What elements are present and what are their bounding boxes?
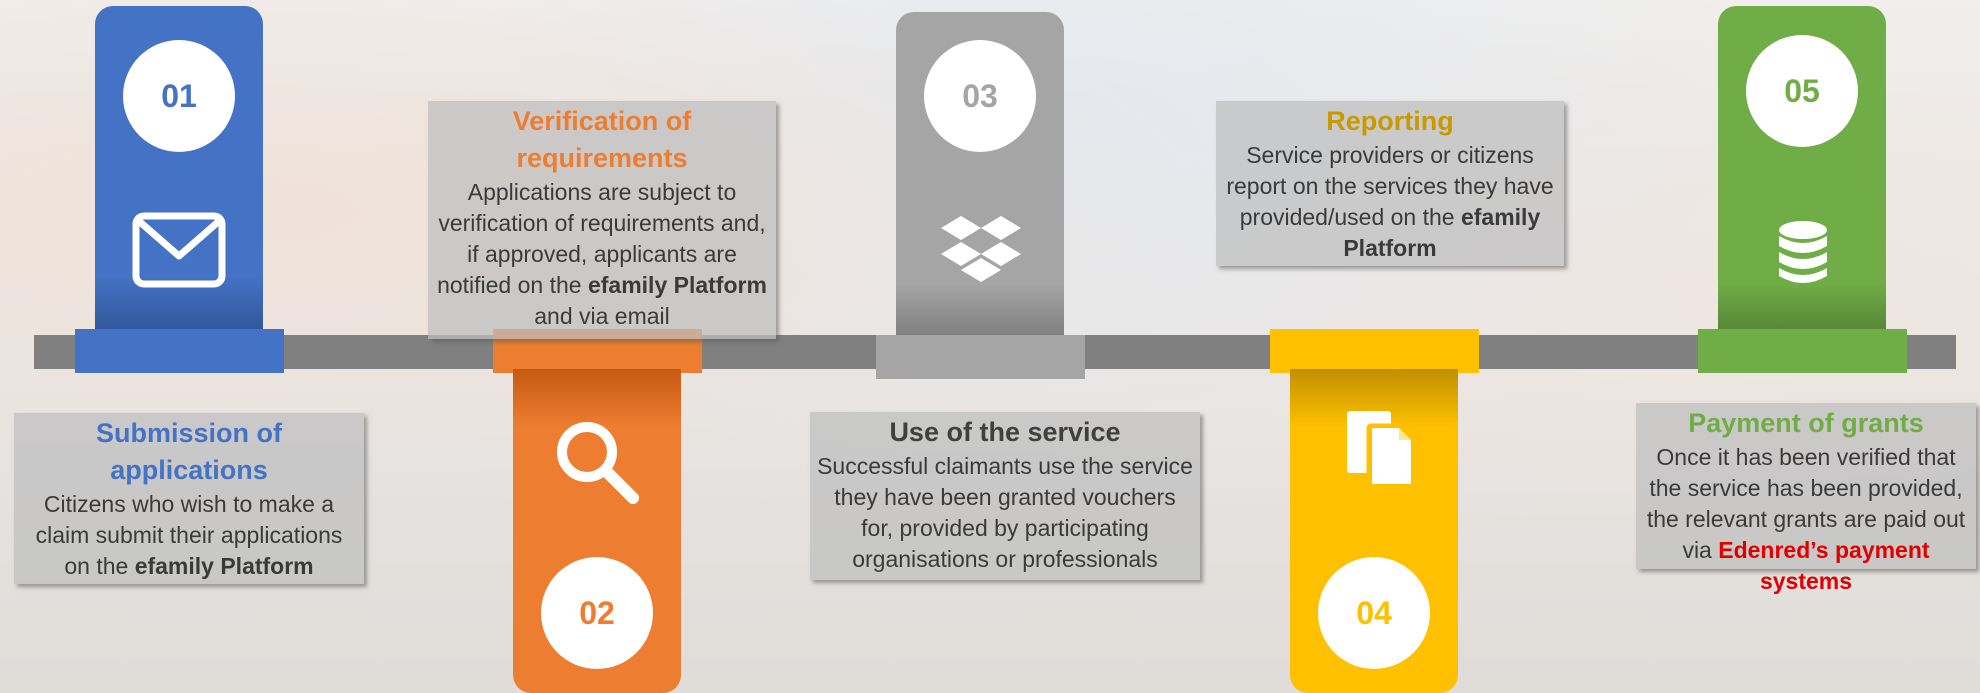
step-04-collar	[1270, 329, 1479, 373]
step-02-number: 02	[541, 557, 653, 669]
step-04-title: Reporting	[1326, 106, 1454, 136]
step-03-number: 03	[924, 40, 1036, 152]
step-05-title: Payment of grants	[1688, 408, 1924, 438]
step-05-description-bold: Edenred’s payment systems	[1718, 537, 1930, 594]
step-01-title: Submission of applications	[95, 418, 282, 485]
step-02-description-after: and via email	[534, 303, 670, 329]
step-05-collar	[1698, 329, 1907, 373]
step-03-collar	[876, 335, 1085, 379]
step-01-description: Citizens who wish to make a claim submit…	[35, 491, 343, 579]
step-01-description-box: Submission of applications Citizens who …	[14, 413, 364, 584]
step-05-number: 05	[1746, 35, 1858, 147]
step-02-description: Applications are subject to verification…	[437, 179, 766, 298]
step-01-number: 01	[123, 40, 235, 152]
step-05-description-box: Payment of grants Once it has been verif…	[1636, 403, 1976, 594]
documents-icon	[1347, 411, 1412, 487]
step-01-description-bold: efamily Platform	[134, 553, 314, 579]
step-03-description-box: Use of the service Successful claimants …	[810, 412, 1200, 580]
envelope-icon	[132, 212, 226, 288]
step-03-description: Successful claimants use the service the…	[817, 453, 1193, 572]
database-icon	[1779, 221, 1827, 283]
step-03-title: Use of the service	[889, 417, 1121, 447]
step-04-description: Service providers or citizens report on …	[1226, 142, 1554, 230]
dropbox-icon	[941, 216, 1021, 282]
step-02-description-bold: efamily Platform	[587, 272, 767, 298]
magnifier-icon	[557, 422, 639, 504]
step-01-collar	[75, 329, 284, 373]
step-04-description-box: Reporting Service providers or citizens …	[1216, 101, 1564, 266]
step-02-title: Verification of requirements	[512, 106, 692, 173]
step-02-description-box: Verification of requirements Application…	[428, 101, 776, 339]
step-05-description: Once it has been verified that the servi…	[1646, 444, 1966, 563]
step-04-number: 04	[1318, 557, 1430, 669]
step-04-description-bold: efamily Platform	[1343, 204, 1541, 261]
